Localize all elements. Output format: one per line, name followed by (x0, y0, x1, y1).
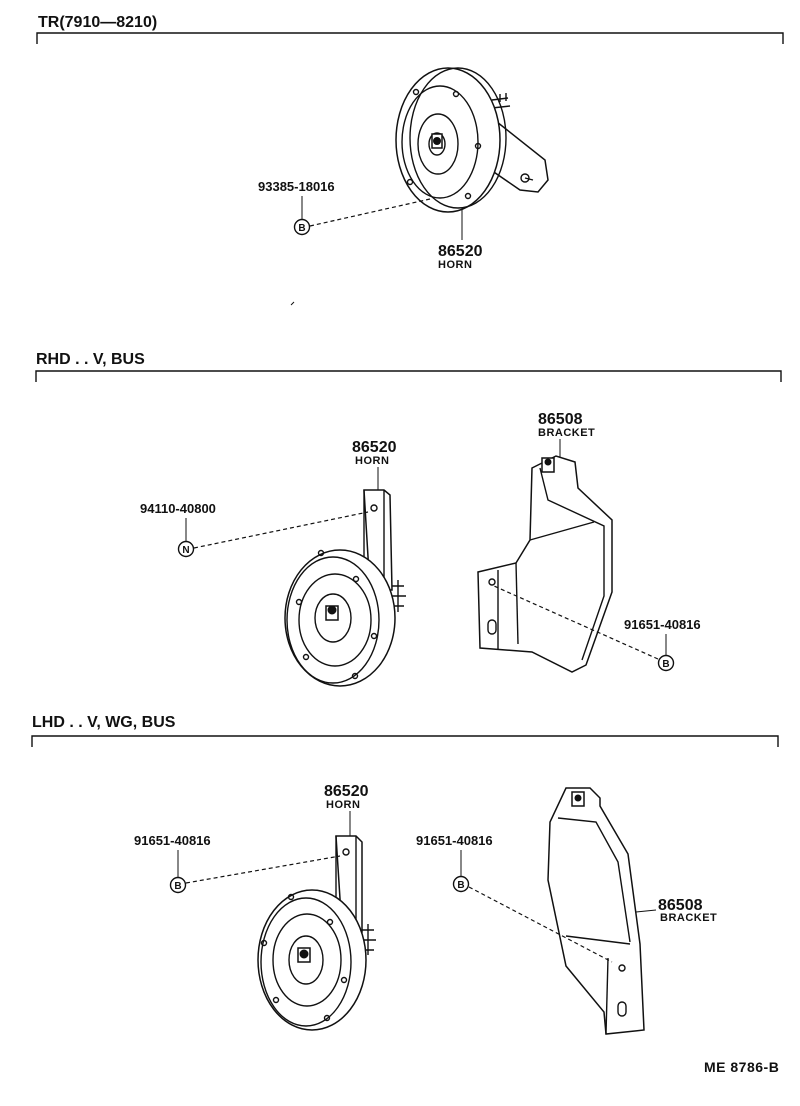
horn-number: 86520 (352, 439, 397, 456)
section-bracket-line (35, 370, 782, 382)
section-title-tr: TR(7910—8210) (38, 14, 157, 31)
bracket-label: BRACKET (538, 427, 595, 439)
horn-86520-illustration (395, 67, 549, 213)
horn-86520-illustration (284, 489, 406, 687)
section-bracket-line (36, 32, 784, 44)
horn-label: HORN (355, 455, 389, 467)
bracket-fastener-number: 91651-40816 (416, 833, 493, 848)
horn-fastener-symbol-circle (169, 876, 187, 894)
horn-fastener-symbol-circle (177, 540, 195, 558)
horn-fastener-symbol: B (174, 881, 181, 892)
section-rhd: RHD . . V, BUS 94110-40800 N 86520 (35, 351, 782, 687)
horn-fastener-number: 91651-40816 (134, 833, 211, 848)
horn-label: HORN (326, 799, 360, 811)
bracket-fastener-symbol: B (662, 659, 669, 670)
bracket-label: BRACKET (660, 912, 717, 924)
bracket-fastener-number: 91651-40816 (624, 617, 701, 632)
fastener-symbol-circle (293, 218, 311, 236)
horn-fastener-symbol: N (182, 545, 189, 556)
bracket-86508-illustration (477, 455, 613, 673)
section-lhd: LHD . . V, WG, BUS 91651-40816 B 86520 (31, 714, 779, 1035)
horn-number: 86520 (324, 783, 369, 800)
bracket-number: 86508 (658, 897, 703, 914)
diagram-reference: ME 8786-B (704, 1059, 779, 1075)
bracket-fastener-symbol-circle (452, 875, 470, 893)
bracket-number: 86508 (538, 411, 583, 428)
bracket-86508-illustration (547, 787, 645, 1035)
section-bracket-line (31, 735, 779, 747)
bracket-fastener-symbol-circle (657, 654, 675, 672)
horn-86520-illustration (257, 835, 376, 1031)
horn-fastener-number: 94110-40800 (140, 501, 216, 516)
horn-number: 86520 (438, 243, 483, 260)
fastener-symbol: B (298, 223, 305, 234)
section-tr: TR(7910—8210) 93385-18016 B (36, 14, 784, 306)
bracket-fastener-symbol: B (457, 880, 464, 891)
section-title-lhd: LHD . . V, WG, BUS (32, 714, 176, 731)
section-title-rhd: RHD . . V, BUS (36, 351, 145, 368)
horn-label: HORN (438, 259, 472, 271)
fastener-number: 93385-18016 (258, 179, 335, 194)
